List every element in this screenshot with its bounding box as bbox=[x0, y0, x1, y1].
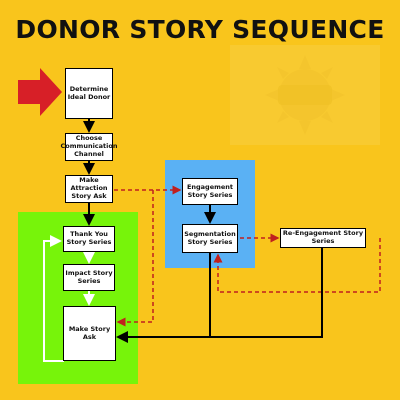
logo-watermark bbox=[230, 45, 380, 145]
start-arrow-icon bbox=[18, 68, 62, 116]
node-engagement-story-series: Engagement Story Series bbox=[182, 178, 238, 205]
node-segmentation-story-series: Segmentation Story Series bbox=[182, 224, 238, 253]
page-title: DONOR STORY SEQUENCE bbox=[15, 15, 385, 44]
node-determine-ideal-donor: Determine Ideal Donor bbox=[65, 68, 113, 119]
node-impact-story-series: Impact Story Series bbox=[63, 264, 115, 291]
node-choose-communication-channel: Choose Communication Channel bbox=[61, 133, 117, 161]
node-make-story-ask: Make Story Ask bbox=[63, 306, 116, 361]
node-make-attraction-story-ask: Make Attraction Story Ask bbox=[65, 175, 113, 203]
node-thank-you-story-series: Thank You Story Series bbox=[63, 226, 115, 252]
node-re-engagement-story-series: Re-Engagement Story Series bbox=[280, 228, 366, 248]
